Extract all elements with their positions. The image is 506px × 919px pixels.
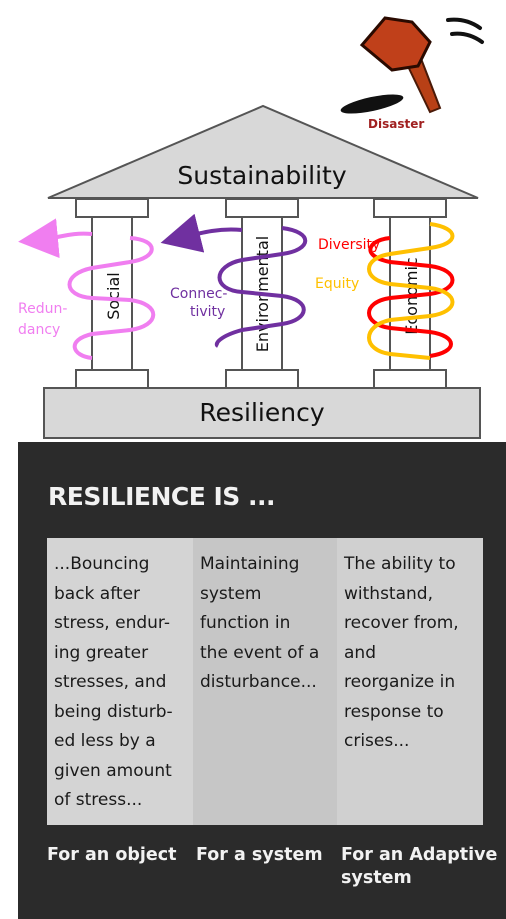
definition-line: recover from,: [344, 613, 459, 633]
definition-line: ed less by a: [54, 731, 156, 751]
panel-title: RESILIENCE IS ...: [48, 482, 276, 511]
definition-line: withstand,: [344, 583, 433, 604]
temple-svg: Disaster Sustainability Resiliency Socia…: [18, 16, 484, 439]
definition-line: given amount: [54, 760, 172, 781]
base: [43, 387, 481, 439]
base-label: Resiliency: [199, 398, 324, 427]
definition-line: ...Bouncing: [54, 554, 150, 574]
definition-line: function in: [200, 613, 291, 633]
pillar-social: [75, 198, 149, 389]
connectivity-spiral: [160, 213, 243, 253]
connectivity-spiral-loops: [214, 226, 308, 348]
resilience-definitions-panel: RESILIENCE IS ... ...Bouncing back after…: [18, 442, 506, 919]
definition-line: crises...: [344, 731, 410, 751]
definition-column-system: Maintaining system function in the event…: [193, 538, 337, 825]
connectivity-label-line1: Connec-: [170, 286, 227, 302]
footer-line: For an Adaptive: [341, 845, 498, 865]
footer-line: For an object: [47, 845, 177, 865]
redundancy-spiral-loops: [67, 236, 156, 360]
definition-column-adaptive-system: The ability to withstand, recover from, …: [337, 538, 483, 825]
equity-label: Equity: [315, 276, 359, 292]
footer-object: For an object: [47, 844, 177, 867]
diversity-label: Diversity: [318, 237, 380, 253]
definition-line: and: [344, 642, 376, 663]
definition-line: being disturb-: [54, 701, 173, 722]
definition-line: of stress...: [54, 790, 143, 810]
redundancy-label-line1: Redun-: [18, 301, 67, 317]
footer-adaptive-system: For an Adaptive system: [341, 844, 497, 890]
definition-line: system: [200, 583, 262, 604]
definition-line: reorganize in: [344, 672, 456, 692]
footer-line: For a system: [196, 845, 323, 865]
definition-line: ing greater: [54, 642, 149, 663]
definition-line: back after: [54, 583, 141, 604]
definition-line: disturbance...: [200, 672, 317, 692]
disaster-label: Disaster: [368, 117, 424, 131]
redundancy-label-line2: dancy: [18, 322, 60, 338]
pillar-label-social: Social: [104, 272, 123, 319]
definition-column-object: ...Bouncing back after stress, endur- in…: [47, 538, 193, 825]
equity-spiral: [367, 222, 455, 360]
hammer-icon: [340, 16, 484, 114]
definition-line: stresses, and: [54, 672, 167, 692]
definition-line: The ability to: [344, 554, 456, 574]
pillar-environmental: [225, 198, 299, 389]
diversity-spiral: [367, 236, 455, 358]
redundancy-spiral: [18, 218, 93, 259]
footer-system: For a system: [196, 844, 323, 867]
resilience-temple-diagram: Disaster Sustainability Resiliency Socia…: [0, 0, 506, 440]
footer-line: system: [341, 868, 412, 888]
definition-line: response to: [344, 701, 444, 722]
definition-line: stress, endur-: [54, 613, 170, 633]
pillar-economic: [373, 198, 447, 389]
connectivity-label-line2: tivity: [190, 304, 225, 320]
definition-line: Maintaining: [200, 554, 300, 574]
definition-line: the event of a: [200, 642, 320, 663]
roof-label: Sustainability: [177, 161, 346, 190]
